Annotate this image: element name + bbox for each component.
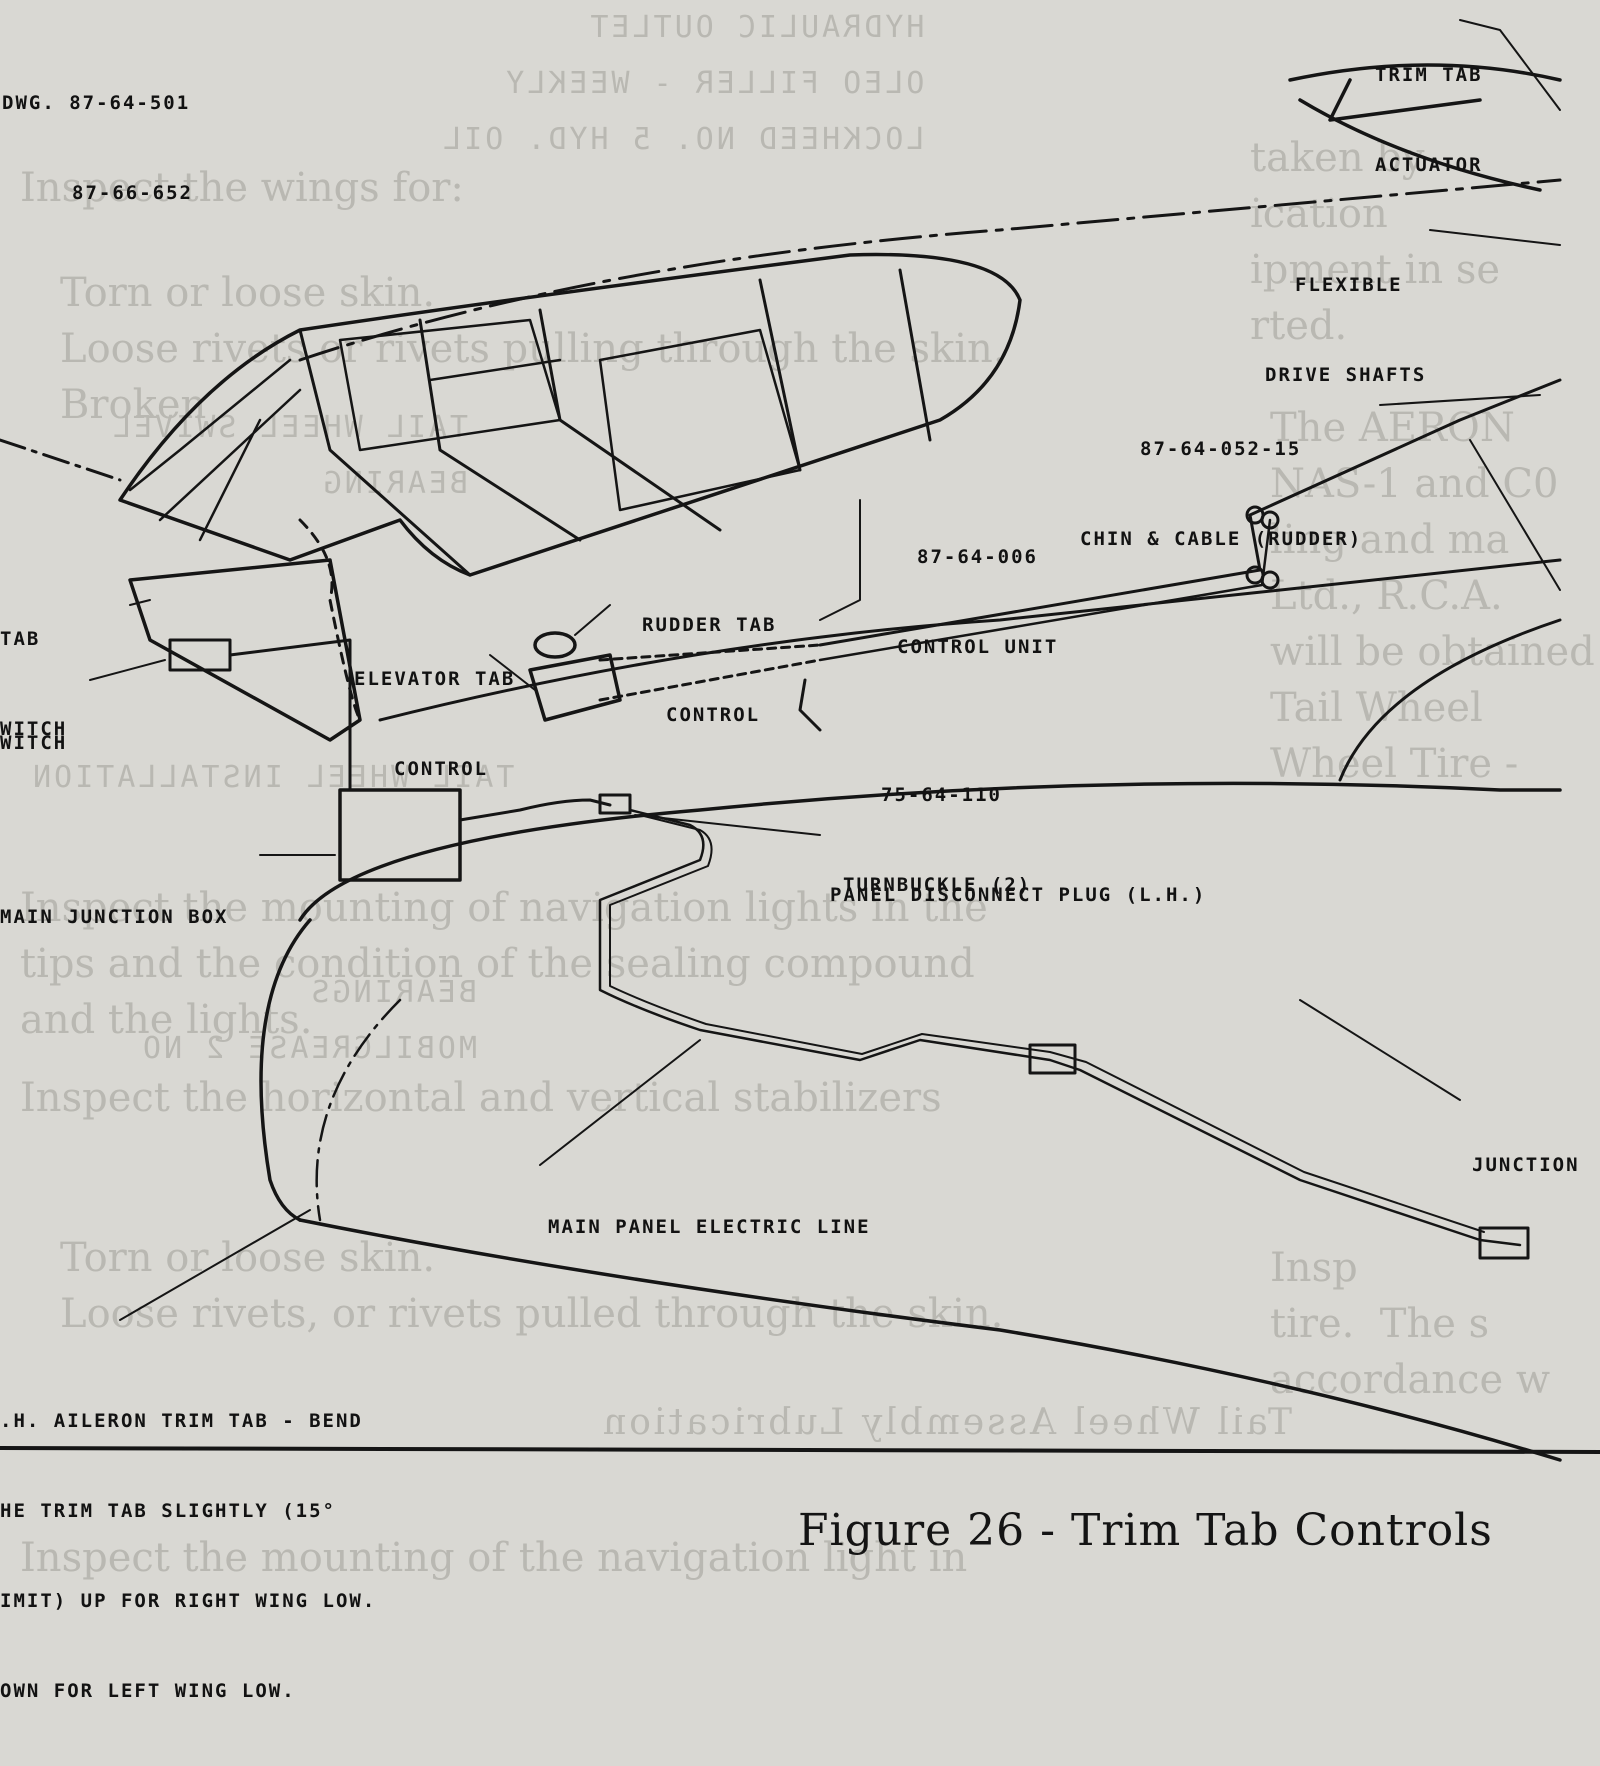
horizontal-stabilizer bbox=[1338, 618, 1562, 782]
trim-tab-actuator-label: TRIM TAB ACTUATOR bbox=[1375, 0, 1483, 240]
bleed-through-text: Insp tire. The s accordance w bbox=[1270, 1245, 1551, 1403]
leader-line bbox=[89, 659, 166, 681]
main-panel-electric-line-path-2 bbox=[609, 814, 1485, 1233]
label-line: MAIN PANEL ELECTRIC LINE bbox=[548, 1216, 871, 1238]
switch-panel bbox=[128, 558, 362, 742]
bleed-through-text: The AERON NAS-1 and C0 ling and ma Ltd.,… bbox=[1270, 405, 1595, 787]
label-line: WITCH bbox=[0, 732, 68, 754]
label-line: ELEVATOR TAB bbox=[354, 668, 516, 690]
tab-switch-label: TAB WITCH bbox=[0, 564, 67, 804]
junction-label: JUNCTION bbox=[1472, 1090, 1580, 1240]
windshield-frame bbox=[128, 358, 302, 542]
bleed-through-text: Inspect the horizontal and vertical stab… bbox=[20, 1075, 942, 1121]
leader-line bbox=[574, 604, 611, 636]
label-line: CONTROL bbox=[394, 758, 489, 780]
control-unit-body bbox=[528, 653, 622, 722]
main-panel-electric-line-label: MAIN PANEL ELECTRIC LINE bbox=[548, 1152, 871, 1302]
turnbuckle-shape bbox=[798, 678, 822, 732]
leader-line bbox=[119, 1209, 311, 1321]
chain-cable-label: 87-64-052-15 CHIN & CABLE (RUDDER) bbox=[1080, 374, 1362, 614]
label-line: OWN FOR LEFT WING LOW. bbox=[0, 1680, 296, 1702]
wing-trailing-edge bbox=[298, 1218, 1562, 1462]
aileron-note-label: .H. AILERON TRIM TAB - BEND HE TRIM TAB … bbox=[0, 1346, 376, 1766]
junction-box-small bbox=[1028, 1043, 1077, 1075]
switch-label: WITCH bbox=[0, 668, 67, 818]
leader-line bbox=[799, 709, 821, 731]
aileron-hinge-line bbox=[315, 998, 402, 1222]
switch-box-lead bbox=[228, 638, 352, 792]
label-line: HE TRIM TAB SLIGHTLY (15° bbox=[0, 1500, 336, 1522]
panel-disconnect-plug-shape bbox=[598, 793, 632, 815]
label-line: 87-64-052-15 bbox=[1140, 438, 1302, 460]
trim-tab-diagram bbox=[0, 19, 1600, 1462]
canopy-outline bbox=[118, 252, 1022, 577]
label-line: WITCH bbox=[0, 718, 68, 740]
leader-line bbox=[1299, 999, 1461, 1101]
label-line: TAB bbox=[0, 628, 41, 650]
control-unit-label: 87-64-006 CONTROL UNIT bbox=[897, 482, 1058, 722]
turnbuckle-label: 75-64-110 TURNBUCKLE (2) bbox=[843, 720, 1031, 960]
rudder-tab-control-label: RUDDER TAB CONTROL bbox=[642, 550, 776, 790]
vertical-fin bbox=[1288, 63, 1562, 192]
leader-line bbox=[1429, 229, 1561, 246]
leader-line bbox=[634, 814, 821, 836]
wing-tip-curve bbox=[259, 918, 312, 1222]
label-line: 87-64-006 bbox=[917, 546, 1038, 568]
dashed-rib bbox=[298, 518, 362, 722]
leader-line bbox=[819, 499, 861, 621]
bleed-through-text: Torn or loose skin. Loose rivets or rive… bbox=[60, 270, 1006, 428]
control-unit-shaft bbox=[598, 643, 822, 702]
label-line: IMIT) UP FOR RIGHT WING LOW. bbox=[0, 1590, 377, 1612]
flexible-drive-shafts-label: FLEXIBLE DRIVE SHAFTS bbox=[1265, 210, 1426, 450]
main-junction-box-shape bbox=[338, 788, 462, 882]
page-rule bbox=[0, 1446, 1600, 1454]
figure-caption: Figure 26 - Trim Tab Controls bbox=[798, 1505, 1493, 1556]
canopy-frame-inner bbox=[338, 318, 802, 512]
label-line: DRIVE SHAFTS bbox=[1265, 364, 1427, 386]
label-line: RUDDER TAB bbox=[642, 614, 777, 636]
label-line: TRIM TAB bbox=[1375, 64, 1483, 86]
drawing-number-line: 87-66-652 bbox=[72, 182, 193, 204]
pulley bbox=[1260, 570, 1280, 590]
wing-leading-edge bbox=[298, 781, 1562, 922]
elevator-tab-control-label: ELEVATOR TAB CONTROL bbox=[354, 604, 515, 844]
bleed-through-text: taken by ication ipment in se rted. bbox=[1250, 135, 1501, 349]
panel-disconnect-plug-label: PANEL DISCONNECT PLUG (L.H.) bbox=[830, 820, 1206, 970]
label-line: .H. AILERON TRIM TAB - BEND bbox=[0, 1410, 363, 1432]
label-line: JUNCTION bbox=[1472, 1154, 1580, 1176]
drawing-number-line: DWG. 87-64-501 bbox=[2, 92, 191, 114]
label-line: TURNBUCKLE (2) bbox=[843, 874, 1032, 896]
main-panel-electric-line-path bbox=[598, 808, 1522, 1247]
junction-box-tail bbox=[1478, 1226, 1530, 1260]
label-line: CONTROL bbox=[666, 704, 761, 726]
label-line: PANEL DISCONNECT PLUG (L.H.) bbox=[830, 884, 1207, 906]
fuselage-outline bbox=[0, 438, 122, 482]
document-page: Inspect the wings for: Torn or loose ski… bbox=[0, 0, 1600, 1702]
label-line: 75-64-110 bbox=[881, 784, 1002, 806]
label-line: MAIN JUNCTION BOX bbox=[0, 906, 229, 928]
bleed-through-text: Inspect the mounting of navigation light… bbox=[20, 885, 988, 1043]
bleed-through-text: Torn or loose skin. Loose rivets, or riv… bbox=[60, 1235, 1004, 1337]
fuselage-top-line bbox=[298, 178, 1562, 362]
leader-line bbox=[1469, 439, 1561, 591]
rudder-cable bbox=[818, 378, 1562, 647]
label-line: ACTUATOR bbox=[1375, 154, 1483, 176]
leader-line bbox=[1459, 19, 1561, 111]
leader-line bbox=[129, 599, 151, 606]
drawing-number-label: DWG. 87-64-501 87-66-652 bbox=[2, 28, 193, 268]
leader-line bbox=[489, 654, 536, 691]
rudder-tab-control-knob bbox=[533, 631, 577, 659]
label-line: CONTROL UNIT bbox=[897, 636, 1059, 658]
label-line: FLEXIBLE bbox=[1295, 274, 1403, 296]
leader-line bbox=[539, 1039, 701, 1166]
bleed-through-text: Inspect the wings for: bbox=[20, 165, 464, 211]
leader-line bbox=[1379, 394, 1541, 406]
bleed-through-text: Inspect the mounting of the navigation l… bbox=[20, 1535, 968, 1581]
pulley bbox=[1260, 510, 1280, 530]
main-junction-box-label: MAIN JUNCTION BOX bbox=[0, 842, 228, 992]
junction-box-cable bbox=[458, 798, 612, 822]
label-line: CHIN & CABLE (RUDDER) bbox=[1080, 528, 1363, 550]
